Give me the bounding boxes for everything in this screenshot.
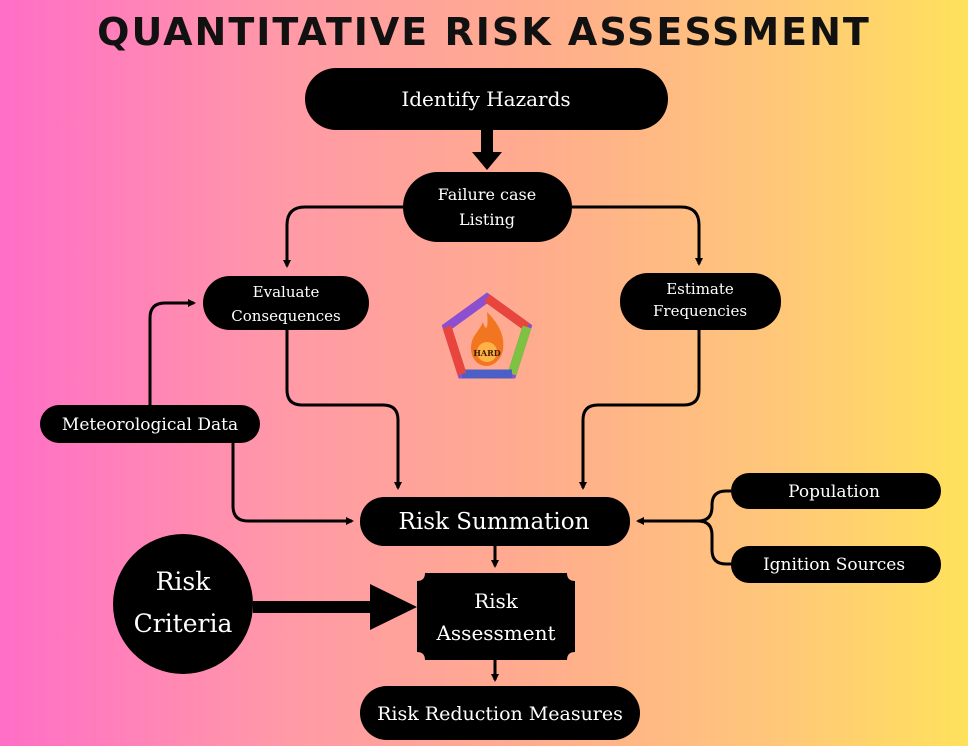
arrow-failure-to-estimate	[572, 205, 703, 266]
svg-text:Estimate: Estimate	[666, 280, 734, 298]
svg-text:Risk: Risk	[474, 589, 519, 613]
svg-text:Criteria: Criteria	[134, 609, 233, 638]
svg-text:Risk: Risk	[156, 567, 212, 596]
node-ignition-sources: Ignition Sources	[731, 546, 941, 583]
node-identify-hazards: Identify Hazards	[305, 68, 668, 130]
node-risk-reduction-measures: Risk Reduction Measures	[360, 686, 640, 740]
hard-logo: HARD	[441, 292, 533, 379]
svg-text:Assessment: Assessment	[435, 621, 555, 645]
arrow-failure-to-evaluate	[283, 205, 403, 268]
svg-text:Meteorological Data: Meteorological Data	[62, 415, 238, 435]
arrow-meteo-to-evaluate	[148, 299, 196, 405]
node-evaluate-consequences: Evaluate Consequences	[203, 276, 369, 330]
svg-text:Ignition Sources: Ignition Sources	[763, 555, 905, 575]
svg-text:Consequences: Consequences	[231, 307, 341, 325]
svg-text:Evaluate: Evaluate	[253, 283, 320, 301]
node-risk-criteria: Risk Criteria	[113, 534, 253, 674]
page-title: QUANTITATIVE RISK ASSESSMENT	[97, 10, 871, 54]
node-risk-summation: Risk Summation	[360, 497, 630, 546]
node-meteorological-data: Meteorological Data	[40, 405, 260, 443]
svg-text:Failure case: Failure case	[438, 185, 536, 204]
connectors	[148, 130, 731, 682]
node-risk-assessment: Risk Assessment	[417, 573, 575, 660]
node-failure-case-listing: Failure case Listing	[403, 172, 572, 242]
svg-text:Frequencies: Frequencies	[653, 302, 747, 320]
node-estimate-frequencies: Estimate Frequencies	[620, 273, 781, 330]
svg-text:HARD: HARD	[473, 348, 500, 358]
svg-text:Identify Hazards: Identify Hazards	[401, 87, 570, 111]
arrow-hazards-to-failure	[472, 130, 502, 170]
arrow-criteria-to-assessment	[253, 584, 417, 630]
svg-text:Listing: Listing	[459, 210, 515, 229]
svg-text:Risk Summation: Risk Summation	[399, 509, 590, 535]
svg-text:Risk Reduction Measures: Risk Reduction Measures	[377, 703, 623, 725]
line-ignition-to-summation	[697, 519, 731, 566]
arrow-estimate-to-summation	[579, 330, 701, 490]
arrow-evaluate-to-summation	[285, 330, 402, 490]
arrow-meteo-to-summation	[231, 443, 354, 525]
arrow-population-to-summation	[636, 489, 731, 525]
svg-text:Population: Population	[788, 482, 880, 502]
node-population: Population	[731, 473, 941, 509]
